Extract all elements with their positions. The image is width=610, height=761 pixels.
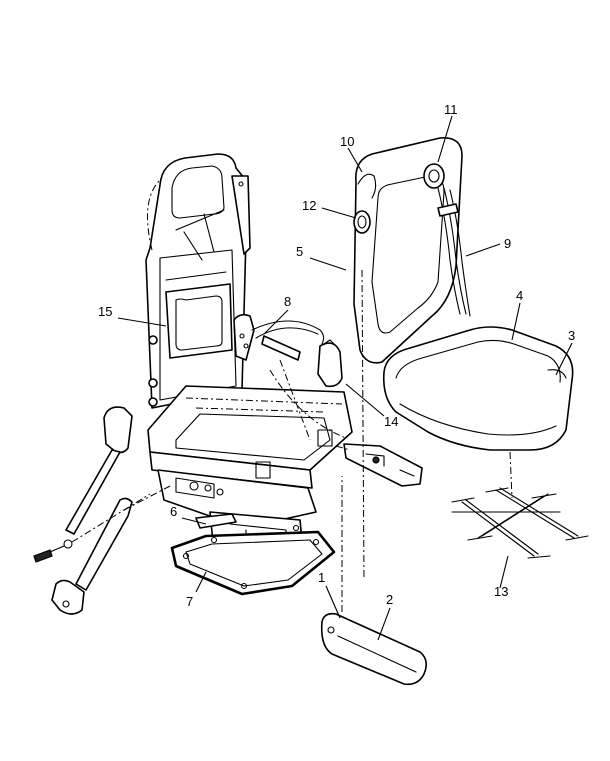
cushion-support-spring — [451, 487, 589, 559]
callout-11: 11 — [444, 102, 458, 117]
callout-12: 12 — [302, 198, 316, 213]
callout-5: 5 — [296, 244, 303, 259]
callout-9: 9 — [504, 236, 511, 251]
seat-frame — [145, 153, 251, 409]
armrest-pad — [320, 476, 428, 686]
callout-10: 10 — [340, 134, 354, 149]
callout-4: 4 — [516, 288, 523, 303]
callout-14: 14 — [384, 414, 398, 429]
callout-2: 2 — [386, 592, 393, 607]
callout-7: 7 — [186, 594, 193, 609]
callout-6: 6 — [170, 504, 177, 519]
callout-15: 15 — [98, 304, 112, 319]
slide-rail — [335, 443, 423, 487]
armrest-assembly — [33, 406, 171, 615]
leader-lines — [117, 115, 573, 641]
callout-8: 8 — [284, 294, 291, 309]
air-valve-assembly — [233, 313, 347, 441]
callouts: 1 2 3 4 5 6 7 8 9 10 11 12 13 14 15 — [98, 102, 575, 609]
callout-3: 3 — [568, 328, 575, 343]
mounting-plate — [170, 530, 336, 596]
backrest-cushion — [353, 137, 471, 581]
seat-cushion — [382, 326, 574, 499]
callout-13: 13 — [494, 584, 508, 599]
seat-base-frame — [147, 385, 353, 563]
callout-1: 1 — [318, 570, 325, 585]
